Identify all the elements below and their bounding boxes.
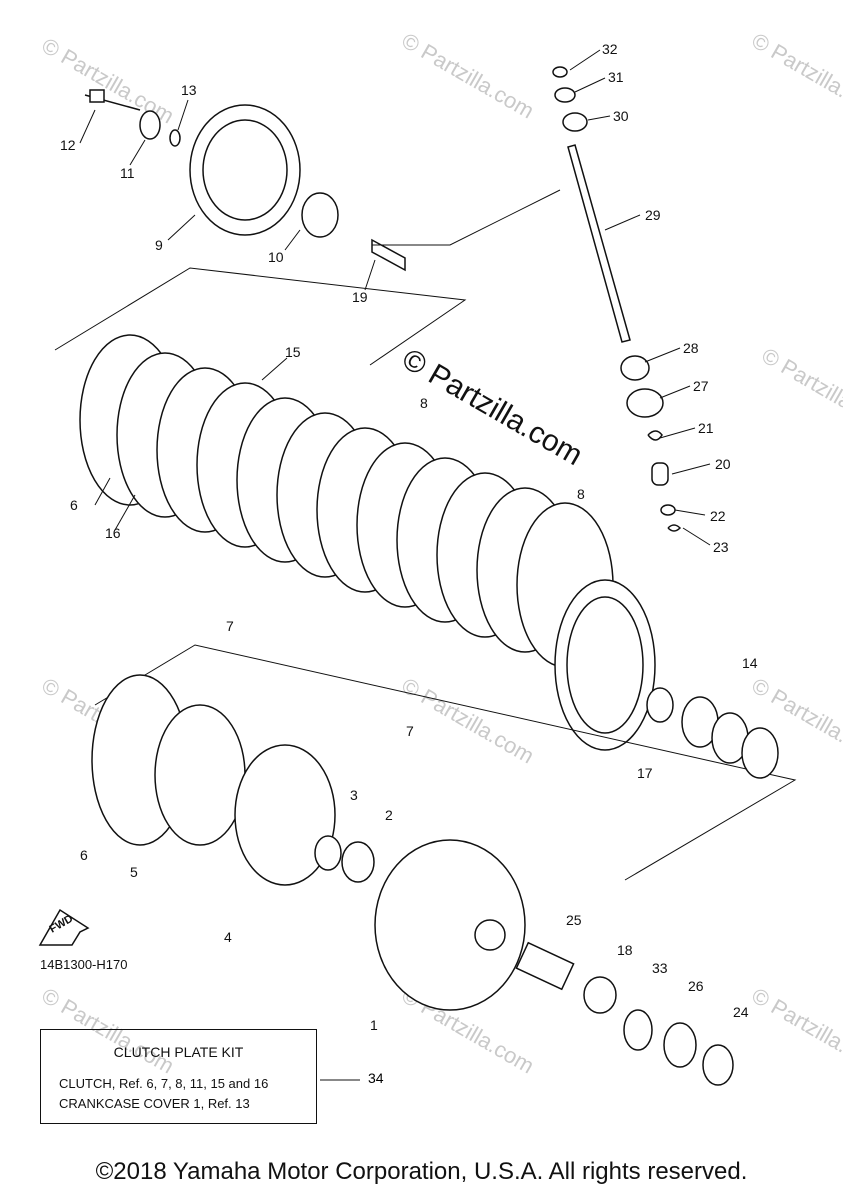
circlip: [667, 524, 682, 532]
callout-26: 26: [688, 978, 704, 994]
bearing: [301, 192, 339, 238]
spring: [139, 110, 161, 140]
callout-8: 8: [577, 486, 585, 502]
callout-10: 10: [268, 249, 284, 265]
bearing: [620, 355, 650, 381]
callout-6: 6: [70, 497, 78, 513]
callout-numbers: 32 31 30 29 13 12 11 9 10 19 15 28 27 21…: [60, 41, 758, 1033]
hub: [474, 919, 506, 951]
watermark: © Partzilla.com: [398, 673, 539, 769]
pressure-plate: [234, 744, 336, 886]
callout-leaders: [79, 49, 711, 1081]
callout-28: 28: [683, 340, 699, 356]
callout-8: 8: [420, 395, 428, 411]
push-rod-assembly: [552, 66, 682, 532]
circlip: [552, 66, 568, 78]
callout-11: 11: [120, 165, 135, 181]
callout-25: 25: [566, 912, 582, 928]
o-ring: [623, 1009, 653, 1051]
callout-22: 22: [710, 508, 726, 524]
callout-5: 5: [130, 864, 138, 880]
gear: [663, 1022, 697, 1068]
callout-21: 21: [698, 420, 714, 436]
callout-30: 30: [613, 108, 629, 124]
bolt-head: [89, 89, 105, 103]
clutch-plate-stack: [79, 334, 656, 751]
watermark: © Partzilla.com: [748, 28, 843, 124]
watermark: © Partzilla.com: [398, 28, 539, 124]
copyright: ©2018 Yamaha Motor Corporation, U.S.A. A…: [95, 1158, 748, 1185]
spring-plate: [741, 727, 779, 779]
callout-9: 9: [155, 237, 163, 253]
shaft: [567, 144, 631, 343]
needle-bearing: [583, 976, 617, 1014]
callout-1: 1: [370, 1017, 378, 1033]
callout-23: 23: [713, 539, 729, 555]
bushing: [562, 112, 588, 132]
callout-2: 2: [385, 807, 393, 823]
callout-27: 27: [693, 378, 709, 394]
bracket: [372, 189, 561, 246]
washer: [702, 1044, 734, 1086]
bracket: [54, 267, 467, 366]
callout-29: 29: [645, 207, 661, 223]
callout-18: 18: [617, 942, 633, 958]
callout-4: 4: [224, 929, 232, 945]
clutch-boss: [154, 704, 246, 846]
pressure-plate-inner: [202, 119, 288, 221]
spring: [647, 430, 663, 441]
pressure-plate-assembly: [84, 89, 406, 272]
diagram-code: 14B1300-H170: [40, 957, 128, 972]
push-rod: [371, 238, 406, 272]
kit-line-1: CLUTCH, Ref. 6, 7, 8, 11, 15 and 16: [59, 1076, 269, 1091]
lever: [651, 462, 669, 486]
washer: [169, 129, 181, 147]
lower-assembly: [91, 674, 779, 1086]
washer: [341, 841, 375, 883]
callout-13: 13: [181, 82, 197, 98]
kit-line-2: CRANKCASE COVER 1, Ref. 13: [59, 1096, 250, 1111]
oil-seal: [626, 388, 664, 418]
washer: [554, 87, 576, 103]
callout-31: 31: [608, 69, 624, 85]
callout-12: 12: [60, 137, 76, 153]
fwd-arrow-icon: [38, 908, 90, 946]
callout-6: 6: [80, 847, 88, 863]
callout-14: 14: [742, 655, 758, 671]
spacer: [515, 941, 575, 991]
callout-20: 20: [715, 456, 731, 472]
watermark: © Partzilla.com: [38, 33, 179, 129]
washer: [660, 504, 676, 516]
callout-17: 17: [637, 765, 653, 781]
plate-inner: [566, 596, 644, 734]
callout-16: 16: [105, 525, 121, 541]
callout-7: 7: [226, 618, 234, 634]
primary-driven-gear: [374, 839, 526, 1011]
watermark: © Partzilla.com: [748, 983, 843, 1079]
callout-32: 32: [602, 41, 618, 57]
callout-19: 19: [352, 289, 368, 305]
clutch-plate-kit-box: CLUTCH PLATE KIT CLUTCH, Ref. 6, 7, 8, 1…: [40, 1029, 317, 1124]
callout-33: 33: [652, 960, 668, 976]
callout-3: 3: [350, 787, 358, 803]
watermark: © Partzilla.com: [758, 343, 843, 439]
washer: [314, 835, 342, 871]
kit-title: CLUTCH PLATE KIT: [113, 1044, 244, 1060]
callout-24: 24: [733, 1004, 749, 1020]
callout-15: 15: [285, 344, 301, 360]
callout-7: 7: [406, 723, 414, 739]
kit-ref-number: 34: [368, 1070, 384, 1086]
collar: [646, 687, 674, 723]
fwd-arrow: FWD: [38, 908, 90, 946]
